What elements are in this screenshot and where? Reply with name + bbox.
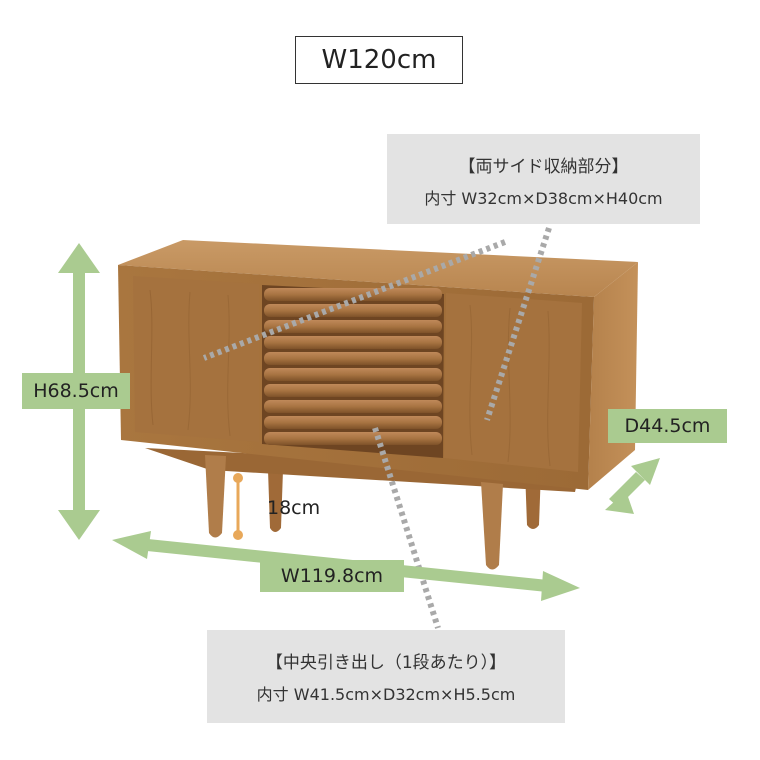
depth-label: D44.5cm — [608, 409, 727, 443]
width-value: W119.8cm — [280, 565, 384, 587]
height-value: H68.5cm — [33, 380, 119, 402]
center-drawer-info-box: 【中央引き出し（1段あたり）】 内寸 W41.5cm×D32cm×H5.5cm — [207, 630, 565, 723]
leg-height-label: 18cm — [267, 497, 321, 519]
leg-height-marker — [233, 473, 243, 540]
cabinet-top — [118, 240, 638, 297]
right-door — [444, 293, 582, 472]
height-label: H68.5cm — [22, 373, 130, 409]
side-storage-heading: 【両サイド収納部分】 — [458, 157, 629, 177]
width-label: W119.8cm — [260, 560, 404, 592]
center-louver-drawers — [262, 285, 444, 458]
center-drawer-dims: 内寸 W41.5cm×D32cm×H5.5cm — [256, 685, 516, 704]
front-legs — [205, 455, 503, 570]
base-apron — [145, 448, 580, 492]
left-door — [133, 276, 259, 442]
side-storage-info-box: 【両サイド収納部分】 内寸 W32cm×D38cm×H40cm — [387, 134, 700, 224]
width-title: W120cm — [321, 45, 437, 75]
center-drawer-heading: 【中央引き出し（1段あたり）】 — [265, 653, 507, 673]
depth-arrow — [605, 458, 660, 514]
cabinet-side — [588, 262, 638, 490]
width-title-box: W120cm — [295, 36, 463, 84]
side-storage-dims: 内寸 W32cm×D38cm×H40cm — [424, 189, 663, 208]
depth-value: D44.5cm — [624, 415, 711, 437]
leader-lines — [202, 227, 552, 629]
